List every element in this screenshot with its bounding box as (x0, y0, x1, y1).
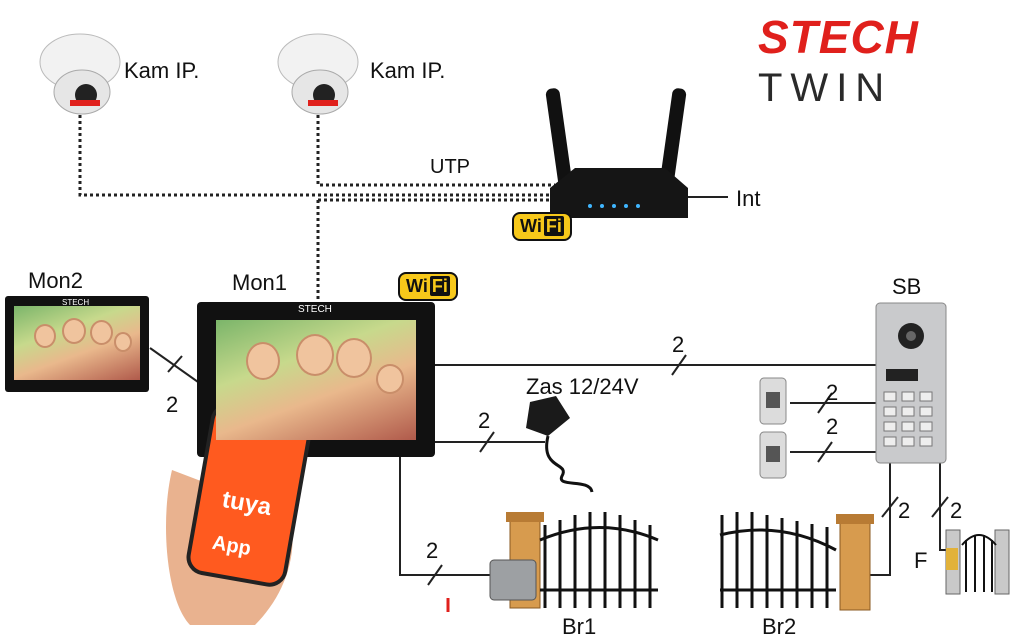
utp-cable-cam2 (316, 115, 555, 187)
wire-count-sb-gate2: 2 (898, 498, 911, 523)
monitor-1-screen (216, 320, 416, 440)
wire-count-sb-lock: 2 (950, 498, 963, 523)
utp-label: UTP (430, 156, 470, 178)
wire-ticks (167, 354, 949, 586)
brand-logo: STECH (758, 11, 919, 63)
exit-button-2 (759, 431, 787, 479)
product-name: TWIN (758, 66, 893, 110)
wire-sb-lock (939, 462, 948, 551)
wire-count-mon1-sb: 2 (672, 332, 685, 357)
camera-2-label: Kam IP. (370, 58, 446, 83)
monitor-1-label: Mon1 (232, 270, 288, 295)
gate-1-label: Br1 (562, 614, 597, 639)
wire-count-reader1-sb: 2 (826, 380, 839, 405)
power-supply (526, 396, 594, 493)
monitor-2-brand: STECH (62, 298, 90, 307)
monitor-2-screen (14, 306, 140, 380)
wire-mon1-gate1 (399, 457, 495, 576)
utp-cable-cam1 (78, 115, 555, 197)
gate-br1 (446, 512, 659, 612)
wire-sb-gate2 (870, 462, 891, 576)
gate-2-label: Br2 (762, 614, 797, 639)
door-station-label: SB (892, 274, 922, 299)
camera-1-label: Kam IP. (124, 58, 200, 83)
wire-count-mon1-gate1: 2 (426, 538, 439, 563)
wicket-gate-f (945, 529, 1010, 595)
monitor-1-brand: STECH (298, 304, 332, 315)
exit-button-1 (759, 377, 787, 425)
wire-count-mon1-psu: 2 (478, 408, 491, 433)
wire-count-reader2-sb: 2 (826, 414, 839, 439)
power-supply-label: Zas 12/24V (526, 374, 639, 399)
wire-count-mon1-mon2: 2 (166, 392, 179, 417)
utp-cables (78, 115, 555, 300)
ip-camera-1 (39, 33, 121, 115)
internet-label: Int (736, 186, 761, 211)
ip-camera-2 (277, 33, 359, 115)
gate-br2 (719, 512, 874, 611)
door-station (875, 302, 947, 464)
lock-label: F (914, 548, 928, 573)
bus-wires (149, 196, 948, 576)
wifi-router (545, 88, 688, 218)
monitor-2-label: Mon2 (28, 268, 84, 293)
